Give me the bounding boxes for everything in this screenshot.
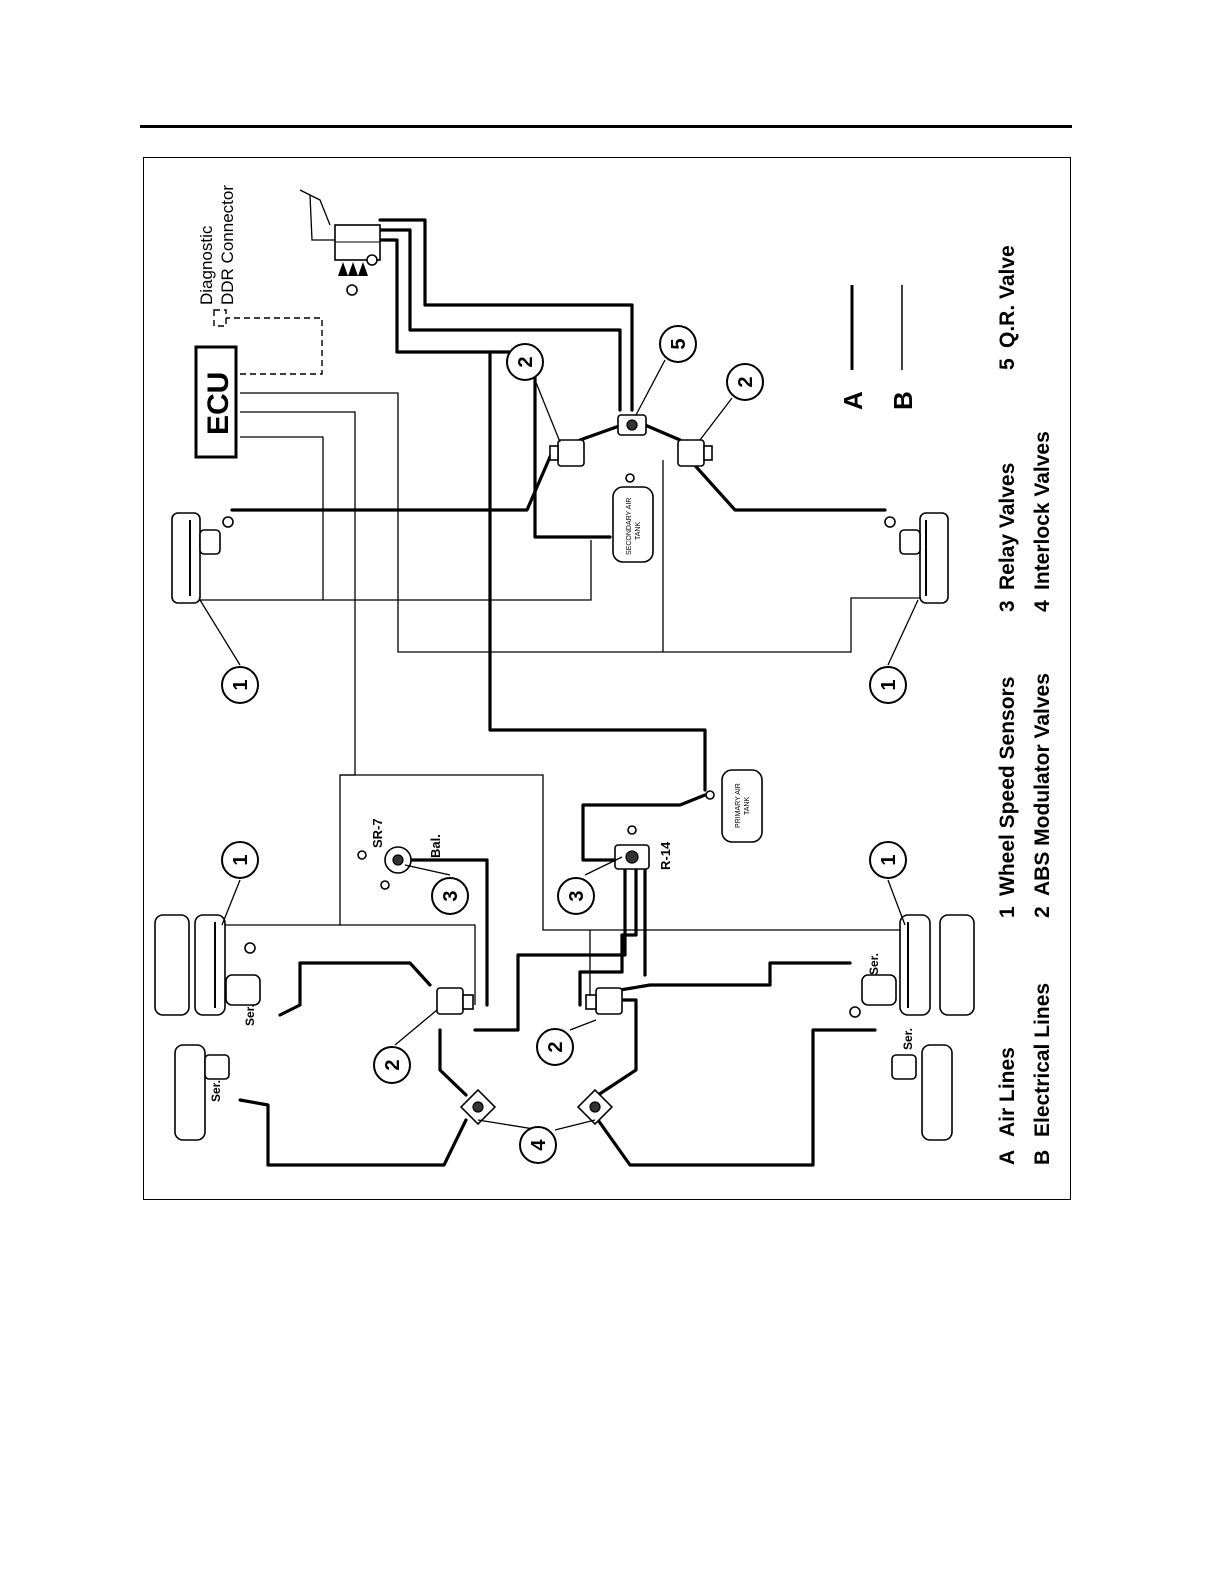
svg-text:2: 2 xyxy=(382,1059,404,1070)
legend-2-text: ABS Modulator Valves xyxy=(1031,673,1054,896)
legend-1-text: Wheel Speed Sensors xyxy=(996,677,1019,896)
line-key-b-letter: B xyxy=(888,391,918,410)
callout-4: 4 xyxy=(520,1127,556,1163)
svg-text:1: 1 xyxy=(878,679,900,690)
diagnostic-link xyxy=(226,318,322,374)
rear-left-modulator-icon xyxy=(437,988,473,1014)
callout-3a: 3 xyxy=(432,878,468,914)
ddr-connector-label: DDR Connector xyxy=(218,185,237,305)
air-lines xyxy=(232,220,885,1165)
legend-b-id: B xyxy=(1031,1150,1054,1165)
front-left-wheel-icon xyxy=(172,513,233,603)
callout-1d: 1 xyxy=(870,842,906,878)
callout-2d: 2 xyxy=(537,1029,573,1065)
svg-text:5: 5 xyxy=(668,338,690,349)
legend-3-text: Relay Valves xyxy=(996,463,1019,590)
r14-label: R-14 xyxy=(658,841,673,870)
legend-a-id: A xyxy=(996,1150,1019,1165)
sr7-label: SR-7 xyxy=(370,818,385,848)
svg-text:2: 2 xyxy=(545,1041,567,1052)
legend-3-id: 3 xyxy=(996,600,1019,612)
svg-text:4: 4 xyxy=(528,1139,550,1151)
qr-valve-icon xyxy=(618,415,646,435)
svg-text:1: 1 xyxy=(230,679,252,690)
front-right-wheel-icon xyxy=(885,513,948,603)
ser-label-4: Ser. xyxy=(901,1028,915,1050)
legend-b-text: Electrical Lines xyxy=(1031,983,1054,1137)
svg-text:3: 3 xyxy=(440,890,462,901)
primary-tank-label-2: TANK xyxy=(744,797,751,815)
legend-2-id: 2 xyxy=(1031,906,1054,918)
right-interlock-valve-icon xyxy=(578,1090,612,1124)
primary-tank-label-1: PRIMARY AIR xyxy=(735,783,742,828)
legend-4-text: Interlock Valves xyxy=(1031,431,1054,590)
primary-air-tank-icon xyxy=(706,770,762,842)
legend-5-id: 5 xyxy=(996,358,1019,370)
svg-text:2: 2 xyxy=(515,356,537,367)
line-key-a-letter: A xyxy=(838,391,868,410)
r14-relay-valve-icon xyxy=(615,826,649,869)
callout-2b: 2 xyxy=(727,364,763,400)
legend-1-id: 1 xyxy=(996,906,1019,918)
svg-text:1: 1 xyxy=(878,854,900,865)
ecu-label: ECU xyxy=(202,372,235,435)
callout-leaders xyxy=(200,360,918,1130)
rear-right-modulator-icon xyxy=(586,988,622,1014)
sr7-relay-valve-icon xyxy=(358,847,411,889)
secondary-air-tank-icon xyxy=(613,474,653,562)
rear-left-inner-wheel-icon xyxy=(195,915,260,1015)
rear-right-outer-wheel-icon xyxy=(940,915,974,1015)
legend-5-text: Q.R. Valve xyxy=(996,245,1019,348)
electrical-lines xyxy=(200,393,920,1005)
ser-label-2: Ser. xyxy=(243,1004,257,1026)
secondary-tank-label-2: TANK xyxy=(635,522,642,540)
front-left-modulator-icon xyxy=(550,440,584,466)
svg-text:1: 1 xyxy=(230,854,252,865)
rear-left-outer-wheel-icon xyxy=(155,915,189,1015)
callout-5: 5 xyxy=(660,326,696,362)
diagnostic-label: Diagnostic xyxy=(197,225,216,305)
callout-3b: 3 xyxy=(558,878,594,914)
legend: A Air Lines B Electrical Lines 1 Wheel S… xyxy=(996,245,1054,1165)
callout-1b: 1 xyxy=(870,667,906,703)
rear-right-rear-axle-wheel-icon xyxy=(892,1045,952,1140)
ser-label-3: Ser. xyxy=(867,953,881,975)
callout-1c: 1 xyxy=(222,842,258,878)
svg-text:2: 2 xyxy=(735,376,757,387)
svg-text:3: 3 xyxy=(566,890,588,901)
callout-2a: 2 xyxy=(507,344,543,380)
secondary-tank-label-1: SECONDARY AIR xyxy=(626,498,633,555)
legend-a-text: Air Lines xyxy=(996,1047,1019,1137)
callout-2c: 2 xyxy=(374,1047,410,1083)
ser-label-1: Ser. xyxy=(209,1080,223,1102)
ddr-connector-icon xyxy=(214,310,226,326)
callout-1a: 1 xyxy=(222,667,258,703)
foot-brake-valve-icon xyxy=(300,190,380,295)
bal-label: Bal. xyxy=(428,834,443,858)
legend-4-id: 4 xyxy=(1031,600,1054,612)
front-right-modulator-icon xyxy=(678,440,712,466)
